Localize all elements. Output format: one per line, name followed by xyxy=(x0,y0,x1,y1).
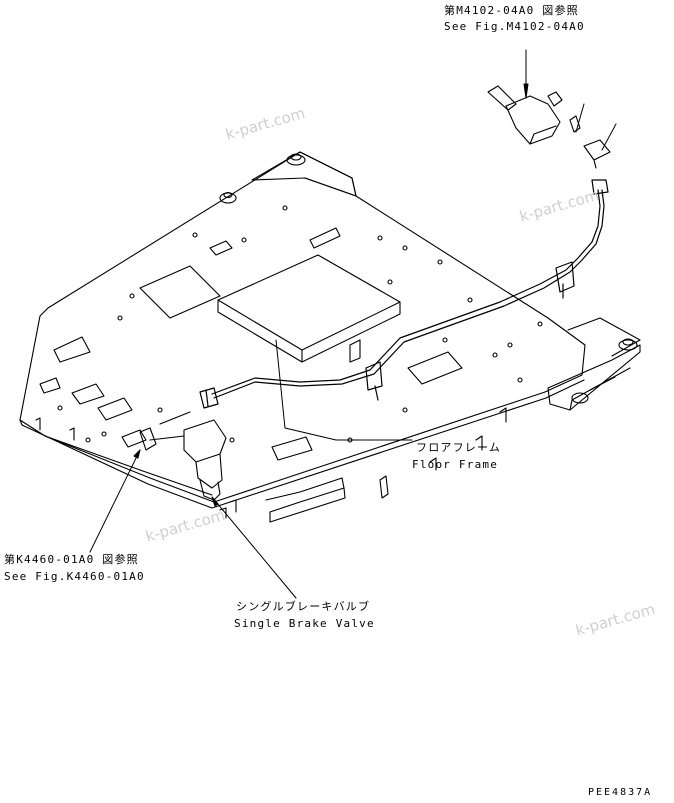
top-reference-jp: 第M4102-04A0 図参照 xyxy=(444,4,579,17)
bolt-holes xyxy=(57,205,543,443)
floor-frame-label-en: Floor Frame xyxy=(412,458,499,471)
drawing-code: PEE4837A xyxy=(588,787,653,798)
bottom-rails xyxy=(35,407,507,523)
brake-valve xyxy=(139,411,227,501)
floor-frame-label-jp: フロアフレーム xyxy=(416,441,502,454)
left-reference-jp: 第K4460-01A0 図参照 xyxy=(4,553,139,566)
plate-cutouts xyxy=(39,227,463,461)
brake-valve-label-en: Single Brake Valve xyxy=(234,617,375,630)
right-bracket xyxy=(547,317,641,411)
leader-lines xyxy=(89,49,617,599)
pedal-valve xyxy=(487,85,611,169)
mounting-bosses xyxy=(219,153,638,404)
hydraulic-hose xyxy=(199,179,609,409)
floor-plate xyxy=(19,151,586,509)
center-box xyxy=(217,254,401,363)
top-reference-en: See Fig.M4102-04A0 xyxy=(444,20,585,33)
brake-valve-label-jp: シングルブレーキバルブ xyxy=(236,600,371,613)
left-reference-en: See Fig.K4460-01A0 xyxy=(4,570,145,583)
